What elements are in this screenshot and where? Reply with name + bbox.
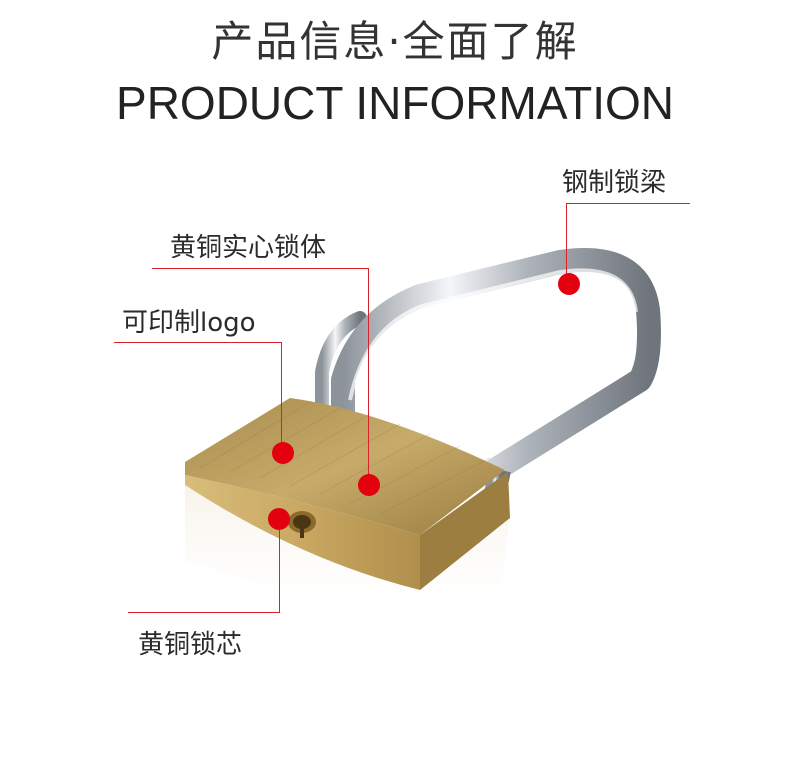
callout-body-hline xyxy=(152,268,368,269)
callout-logo-vline xyxy=(281,342,282,452)
callout-shackle-label: 钢制锁梁 xyxy=(562,168,667,198)
callout-core-hline xyxy=(128,612,280,613)
callout-core-dot xyxy=(268,508,290,530)
callout-body-label: 黄铜实心锁体 xyxy=(170,233,327,263)
callout-logo-label: 可印制logo xyxy=(122,308,256,338)
callout-body-dot xyxy=(358,474,380,496)
callout-logo-hline xyxy=(114,342,282,343)
callout-core-vline xyxy=(279,518,280,613)
page-title-en: PRODUCT INFORMATION xyxy=(116,77,674,129)
callout-body-vline xyxy=(368,268,369,484)
callout-shackle-dot xyxy=(558,273,580,295)
callout-shackle-vline xyxy=(566,203,567,283)
callout-core-label: 黄铜锁芯 xyxy=(138,630,243,660)
page-title-cn: 产品信息·全面了解 xyxy=(211,17,579,66)
callout-shackle-hline xyxy=(566,203,690,204)
callout-logo-dot xyxy=(272,442,294,464)
